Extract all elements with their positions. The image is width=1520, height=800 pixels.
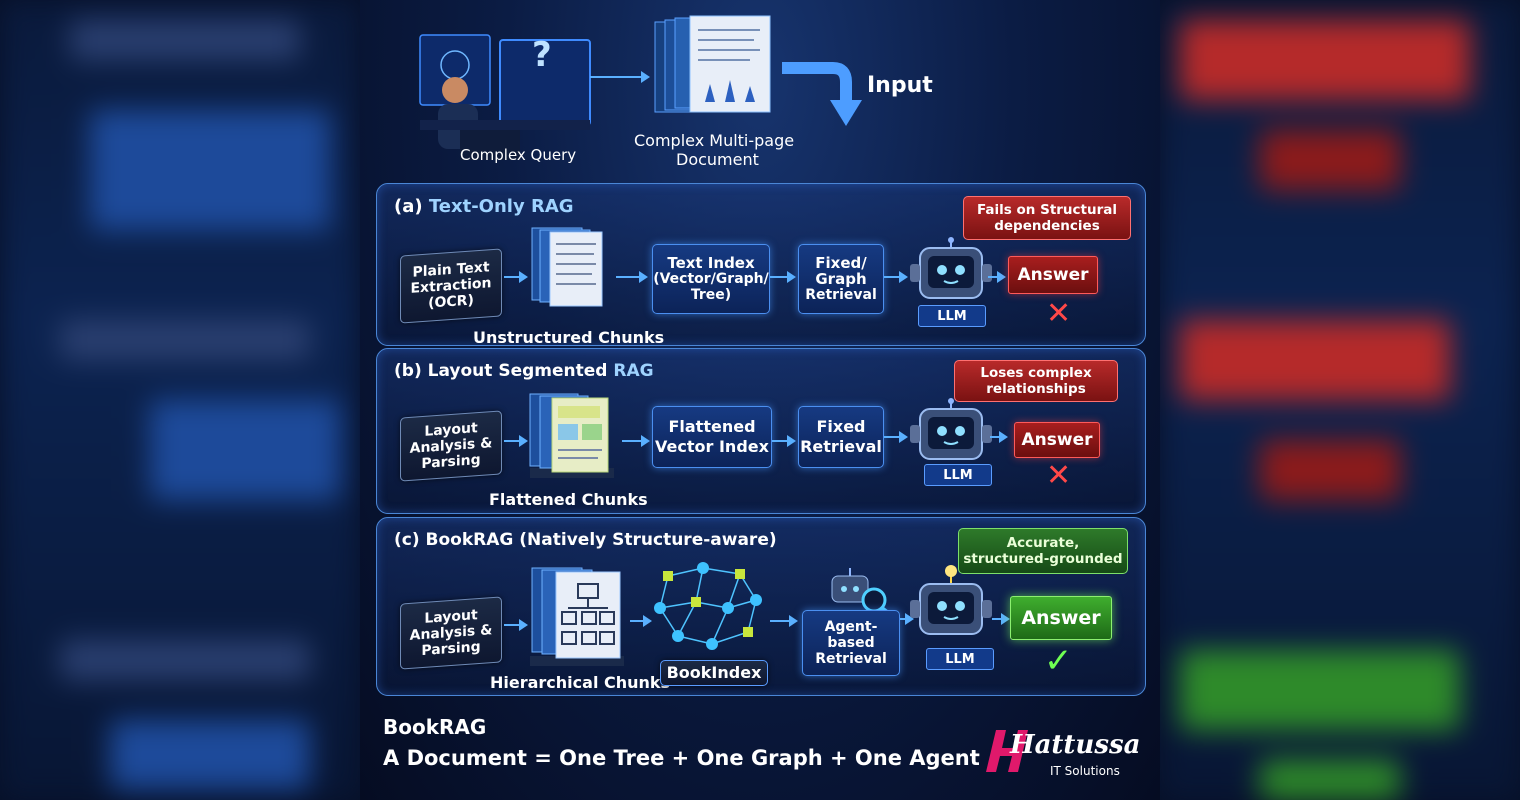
panel-c-answer-box: Answer bbox=[1010, 596, 1112, 640]
footer-subtitle: A Document = One Tree + One Graph + One … bbox=[383, 746, 980, 770]
panel-a-step2-box: Text Index (Vector/Graph/ Tree) bbox=[652, 244, 770, 314]
hattussa-logo-mark bbox=[986, 730, 1028, 772]
query-to-document-arrow bbox=[590, 71, 650, 83]
panel-c-hierarchical-chunks-icon bbox=[530, 567, 624, 666]
panel-b-llm-label: LLM bbox=[924, 464, 992, 486]
document-label-line2: Document bbox=[676, 150, 759, 169]
user-at-computer-illustration bbox=[419, 34, 591, 160]
panel-a-step3-line1: Fixed/ bbox=[815, 254, 867, 272]
panel-b-answer-box: Answer bbox=[1014, 422, 1100, 458]
panel-c-success-check-icon: ✓ bbox=[1044, 641, 1073, 681]
panel-b-arrow-4 bbox=[884, 431, 908, 443]
panel-c-prefix: (c) bbox=[394, 530, 420, 550]
panel-b-prefix: (b) bbox=[394, 361, 422, 381]
panel-b-chunks-label: Flattened Chunks bbox=[489, 490, 648, 509]
panel-a-step2-line3: Tree) bbox=[690, 287, 732, 303]
document-label-line1: Complex Multi-page bbox=[634, 131, 795, 150]
panel-a-title: (a) Text-Only RAG bbox=[394, 196, 574, 217]
panel-b-fail-x-icon: ✕ bbox=[1046, 458, 1072, 493]
panel-b-step2-line1: Flattened bbox=[668, 417, 756, 436]
panel-c-llm-label: LLM bbox=[926, 648, 994, 670]
panel-b-step1-line3: Parsing bbox=[421, 451, 481, 473]
panel-c-chunks-label: Hierarchical Chunks bbox=[490, 673, 671, 692]
panel-a-step2-line1: Text Index bbox=[667, 254, 755, 272]
panel-b-note-line1: Loses complex bbox=[980, 365, 1092, 381]
question-mark-icon: ? bbox=[532, 35, 552, 75]
panel-a-step1-line3: (OCR) bbox=[428, 292, 474, 312]
panel-c-success-note: Accurate, structured-grounded bbox=[958, 528, 1128, 574]
panel-a-fail-x-icon: ✕ bbox=[1046, 296, 1072, 331]
panel-a-chunks-label: Unstructured Chunks bbox=[473, 328, 665, 347]
panel-c-arrow-3 bbox=[770, 615, 798, 627]
panel-b-step2-line2: Vector Index bbox=[655, 437, 769, 456]
panel-c-arrow-5 bbox=[992, 613, 1010, 625]
panel-a-step2-line2: (Vector/Graph/ bbox=[653, 271, 769, 287]
panel-a-arrow-5 bbox=[988, 271, 1006, 283]
panel-a-robot-icon bbox=[910, 237, 992, 299]
panel-c-title: (c) BookRAG (Natively Structure-aware) bbox=[394, 530, 777, 550]
input-arrow bbox=[782, 62, 862, 126]
panel-b-arrow-2 bbox=[622, 435, 650, 447]
panel-b-title-part2: RAG bbox=[613, 361, 654, 381]
book-index-graph-icon bbox=[654, 562, 762, 650]
panel-a-arrow-1 bbox=[504, 271, 528, 283]
panel-b-chunks-icon bbox=[529, 393, 614, 478]
panel-c-step1-box: Layout Analysis & Parsing bbox=[400, 596, 502, 670]
panel-c-title-text: BookRAG (Natively Structure-aware) bbox=[425, 530, 777, 550]
panel-b-note-line2: relationships bbox=[986, 381, 1086, 397]
panel-b-failure-note: Loses complex relationships bbox=[954, 360, 1118, 402]
multi-page-document-icon bbox=[654, 15, 771, 113]
panel-a-llm-label: LLM bbox=[918, 305, 986, 327]
panel-a-arrow-2 bbox=[616, 271, 648, 283]
panel-c-arrow-1 bbox=[504, 619, 528, 631]
panel-c-step3-box: Agent- based Retrieval bbox=[802, 610, 900, 676]
panel-b-arrow-5 bbox=[990, 431, 1008, 443]
panel-b-step3-line1: Fixed bbox=[816, 417, 866, 436]
logo-tagline: IT Solutions bbox=[1050, 764, 1120, 778]
panel-c-step3-line2: based bbox=[827, 635, 875, 651]
panel-a-arrow-3 bbox=[770, 271, 796, 283]
panel-c-bookindex-label: BookIndex bbox=[660, 660, 768, 686]
panel-b-arrow-1 bbox=[504, 435, 528, 447]
panel-c-arrow-2 bbox=[630, 615, 652, 627]
panel-a-failure-note: Fails on Structural dependencies bbox=[963, 196, 1131, 240]
blurred-background-left bbox=[0, 0, 360, 800]
diagram-canvas: ? Complex Query Complex Multi-page Docum… bbox=[360, 0, 1160, 800]
panel-a-step3-line3: Retrieval bbox=[805, 287, 877, 303]
complex-query-label: Complex Query bbox=[460, 146, 577, 164]
panel-b-title-part1: Layout Segmented bbox=[427, 361, 608, 381]
panel-b-arrow-3 bbox=[772, 435, 796, 447]
footer-title: BookRAG bbox=[383, 715, 487, 739]
panel-b-title: (b) Layout Segmented RAG bbox=[394, 361, 654, 381]
panel-c-step1-line3: Parsing bbox=[421, 638, 481, 660]
panel-a-step3-box: Fixed/ Graph Retrieval bbox=[798, 244, 884, 314]
panel-b-robot-icon bbox=[910, 398, 992, 460]
panel-b-step1-box: Layout Analysis & Parsing bbox=[400, 410, 502, 482]
panel-a-step3-line2: Graph bbox=[815, 270, 867, 288]
panel-c-step3-line3: Retrieval bbox=[815, 651, 887, 667]
panel-c-robot-icon bbox=[910, 565, 992, 635]
logo-name: Hattussa bbox=[1010, 730, 1141, 760]
panel-a-note-line2: dependencies bbox=[994, 218, 1100, 234]
input-label: Input bbox=[867, 73, 933, 98]
panel-c-step3-line1: Agent- bbox=[824, 619, 878, 635]
panel-b-step3-box: Fixed Retrieval bbox=[798, 406, 884, 468]
panel-c-note-line2: structured-grounded bbox=[963, 551, 1123, 567]
panel-a-prefix: (a) bbox=[394, 196, 423, 217]
panel-a-step1-box: Plain Text Extraction (OCR) bbox=[400, 248, 502, 324]
panel-a-answer-box: Answer bbox=[1008, 256, 1098, 294]
panel-a-note-line1: Fails on Structural bbox=[976, 202, 1118, 218]
panel-b-step3-line2: Retrieval bbox=[800, 437, 882, 456]
panel-c-note-line1: Accurate, bbox=[1006, 535, 1080, 551]
panel-b-step2-box: Flattened Vector Index bbox=[652, 406, 772, 468]
blurred-background-right bbox=[1160, 0, 1520, 800]
panel-a-title-text: Text-Only RAG bbox=[428, 196, 574, 217]
panel-a-arrow-4 bbox=[884, 271, 908, 283]
panel-a-chunks-icon bbox=[531, 227, 603, 307]
panel-c-arrow-4 bbox=[900, 613, 914, 625]
